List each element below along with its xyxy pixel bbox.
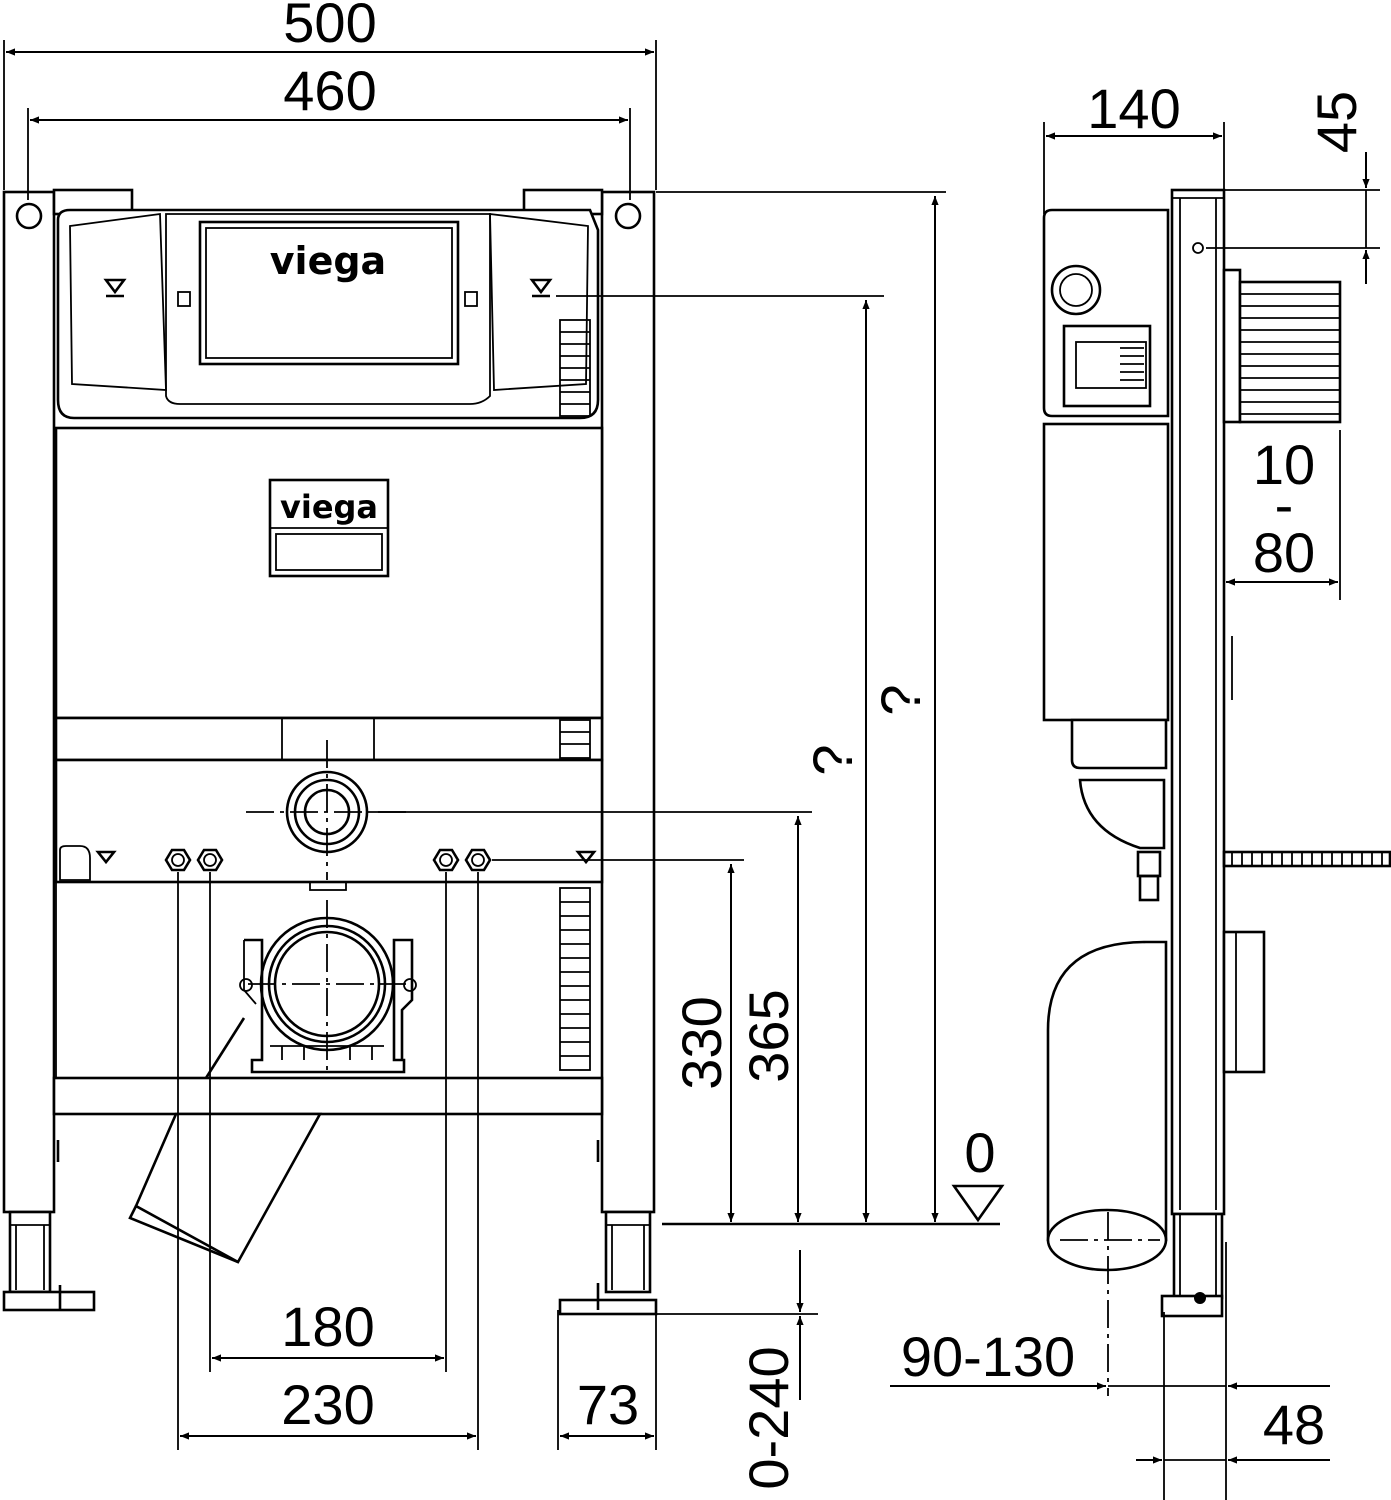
dim-foot-width: 73 [577,1373,639,1436]
dim-height-unknown-2: ? [801,744,864,775]
dim-bracket-range-bottom: 80 [1253,521,1315,584]
side-drain-collar [1222,930,1266,1074]
right-serration-upper [559,319,591,417]
side-dimensions [890,122,1380,1500]
dim-depth: 140 [1087,77,1180,140]
left-post [2,190,56,1214]
right-post [600,190,656,1214]
lower-crossbar [52,1076,604,1116]
supply-nuts [164,848,492,872]
dim-top-offset: 45 [1305,91,1368,153]
brand-logo-middle: viega [280,488,378,526]
cistern-tank [54,426,604,720]
front-dimensions [3,40,1005,1450]
dim-frame-width: 460 [283,59,376,122]
right-serration-lower [559,887,591,1071]
angled-drain-pipe [134,1112,323,1264]
dim-outlet-height: 365 [737,989,800,1082]
flush-bend [1078,778,1166,850]
side-view [1042,188,1391,1396]
dim-overall-width: 500 [283,0,376,54]
right-serration-mid [559,719,591,759]
dim-bracket-range-sep: - [1275,473,1294,536]
upper-crossbar [54,758,604,884]
dim-bracket-range-top: 10 [1253,433,1315,496]
dim-height-unknown-1: ? [869,684,932,715]
dim-outlet-offset: 90-130 [901,1325,1075,1388]
side-drain-bend [1046,940,1168,1242]
dim-inner-spacing: 180 [281,1295,374,1358]
left-foot-plate [2,1290,96,1312]
dim-foot-depth: 48 [1263,1393,1325,1456]
drain-bracket [244,938,414,1074]
right-foot-plate [558,1298,658,1316]
flush-panel-frame [198,220,460,366]
side-leg [1172,1212,1224,1300]
side-foot-plate [1160,1294,1224,1318]
dim-leg-extension: 0-240 [737,1346,800,1489]
flush-plate-bracket [1222,268,1242,424]
threaded-rod [1222,850,1391,868]
dim-supply-height: 330 [670,996,733,1089]
dim-outer-spacing: 230 [281,1373,374,1436]
cistern-housing [56,208,600,420]
brand-logo-top: viega [270,239,386,283]
left-top-bolt [15,202,43,230]
right-top-bolt [614,202,642,230]
front-view [2,188,658,1316]
side-cistern-tank [1042,422,1170,722]
dim-floor-level: 0 [964,1121,995,1184]
